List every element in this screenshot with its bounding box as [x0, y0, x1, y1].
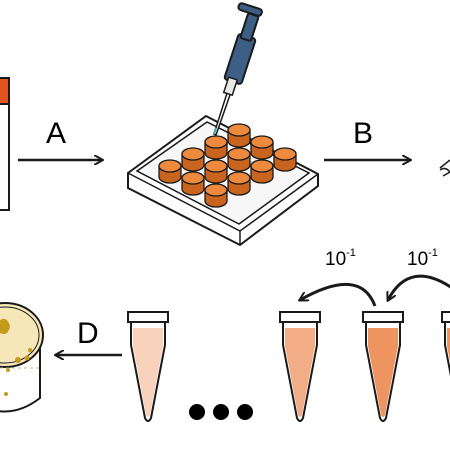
wells-group — [158, 123, 297, 208]
step-d-label: D — [77, 317, 99, 350]
well — [227, 123, 251, 148]
culture-bottle-icon — [0, 77, 10, 211]
tubes-group — [127, 311, 450, 422]
ellipsis-dots-icon — [189, 404, 253, 420]
partial-tube-icon — [439, 159, 450, 177]
well — [181, 147, 205, 172]
step-b-label: B — [353, 117, 373, 150]
curved-arrow-icon — [388, 274, 450, 300]
curved-arrow-icon — [300, 283, 377, 307]
colony — [24, 355, 30, 361]
colony — [4, 392, 8, 396]
dilution-label-right: 10-1 — [407, 247, 438, 270]
well — [273, 147, 297, 172]
dilution-exponent: -1 — [346, 247, 356, 259]
pipette-icon — [213, 2, 263, 137]
well — [181, 171, 205, 196]
well — [250, 159, 274, 184]
well — [227, 171, 251, 196]
dilution-base: 10 — [325, 249, 346, 270]
colony — [15, 357, 21, 363]
colony — [6, 368, 10, 372]
well-plate-icon — [127, 114, 319, 247]
step-a-label: A — [46, 117, 66, 150]
colony — [28, 348, 32, 352]
dilution-exponent: -1 — [428, 247, 438, 259]
petri-dish-icon — [0, 302, 44, 413]
dilution-label-left: 10-1 — [325, 247, 356, 270]
well — [204, 135, 228, 160]
colony — [0, 318, 10, 334]
well — [250, 135, 274, 160]
well — [204, 183, 228, 208]
microtube-icon — [441, 311, 450, 377]
well — [204, 159, 228, 184]
microtube-icon — [279, 311, 321, 422]
dilution-base: 10 — [407, 249, 428, 270]
well — [227, 147, 251, 172]
microtube-icon — [362, 311, 404, 422]
well — [158, 159, 182, 184]
microtube-icon — [127, 311, 169, 422]
